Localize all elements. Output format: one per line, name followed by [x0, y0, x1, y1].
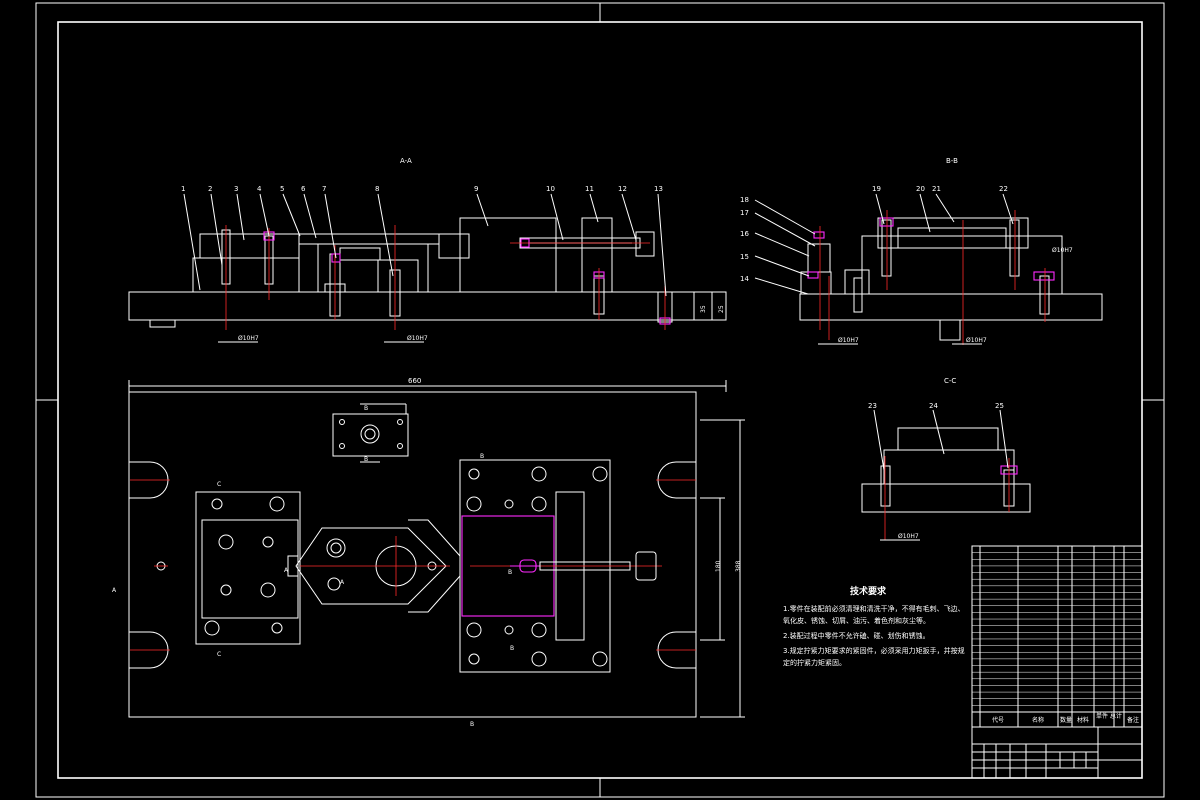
tech-requirement-line: 3.规定拧紧力矩要求的紧固件，必须采用力矩扳手，并按规 — [783, 646, 965, 655]
section-marker: B — [364, 405, 368, 412]
part-number: 14 — [740, 275, 749, 283]
section-marker: B — [480, 453, 484, 460]
title-block-header: 备注 — [1127, 716, 1139, 724]
part-number: 17 — [740, 209, 749, 217]
part-number: 13 — [654, 185, 663, 193]
part-number: 25 — [995, 402, 1004, 410]
fit-dimension: Ø10H7 — [966, 337, 987, 344]
tech-requirement-line: 定的拧紧力矩紧固。 — [783, 658, 846, 667]
section-marker: B — [508, 569, 512, 576]
part-number: 10 — [546, 185, 555, 193]
part-number: 5 — [280, 185, 284, 193]
section-aa-title: A-A — [400, 157, 412, 165]
tech-requirement-line: 1.零件在装配前必须清理和清洗干净，不得有毛刺、飞边、 — [783, 604, 965, 613]
part-number: 15 — [740, 253, 749, 261]
title-block-header: 名称 — [1032, 716, 1044, 724]
part-number: 19 — [872, 185, 881, 193]
fit-dimension: Ø10H7 — [1052, 247, 1073, 254]
section-marker: C — [217, 651, 221, 658]
section-marker: B — [510, 645, 514, 652]
section-marker: C — [217, 481, 221, 488]
part-number: 12 — [618, 185, 627, 193]
tech-requirement-line: 氧化皮、锈蚀、切屑、油污、着色剂和灰尘等。 — [783, 616, 930, 625]
fit-dimension: Ø10H7 — [407, 335, 428, 342]
part-number: 1 — [181, 185, 185, 193]
section-marker: A — [112, 587, 117, 594]
part-number: 7 — [322, 185, 326, 193]
tech-requirement-line: 2.装配过程中零件不允许磕、碰、划伤和锈蚀。 — [783, 631, 930, 640]
title-block: 代号 名称 数量 材料 单件 总计 备注 — [971, 545, 1143, 779]
inner-frame — [57, 21, 1143, 779]
part-number: 8 — [375, 185, 379, 193]
plan-view: 660 388 180 B B — [112, 377, 745, 728]
section-marker: A — [284, 567, 289, 574]
part-number: 9 — [474, 185, 478, 193]
part-number: 24 — [929, 402, 938, 410]
section-cc-title: C-C — [944, 377, 956, 385]
fit-dimension: Ø10H7 — [838, 337, 859, 344]
fit-dimension: Ø10H7 — [238, 335, 259, 342]
section-bb-title: B-B — [946, 157, 958, 165]
part-number: 18 — [740, 196, 749, 204]
section-marker: B — [364, 456, 368, 463]
part-number: 3 — [234, 185, 238, 193]
part-number: 21 — [932, 185, 941, 193]
part-number: 16 — [740, 230, 749, 238]
title-block-header: 材料 — [1077, 716, 1089, 724]
section-marker: B — [470, 721, 474, 728]
part-number: 22 — [999, 185, 1008, 193]
part-numbers-cc: 23 24 25 — [868, 402, 1004, 410]
part-number: 11 — [585, 185, 594, 193]
part-number: 6 — [301, 185, 306, 193]
height-dimension: 388 — [735, 560, 742, 572]
fit-dimension: Ø10H7 — [898, 533, 919, 540]
section-marker: A — [340, 579, 345, 586]
tech-requirements-title: 技术要求 — [850, 585, 887, 597]
part-number: 2 — [208, 185, 212, 193]
section-aa-view: A-A — [128, 157, 727, 343]
overall-width-dimension: 660 — [408, 377, 421, 385]
inner-dimension: 180 — [715, 560, 722, 572]
part-number: 20 — [916, 185, 925, 193]
tech-requirements: 技术要求 1.零件在装配前必须清理和清洗干净，不得有毛刺、飞边、 氧化皮、锈蚀、… — [783, 585, 965, 667]
thickness-dimension: 35 — [700, 305, 707, 313]
part-numbers-aa: 1 2 3 4 5 6 7 8 9 10 11 12 13 — [181, 185, 663, 193]
outer-frame — [35, 2, 1165, 798]
part-number: 4 — [257, 185, 262, 193]
title-block-header: 代号 — [992, 716, 1004, 724]
title-block-header: 单件 总计 — [1096, 712, 1122, 720]
title-block-header: 数量 — [1060, 716, 1072, 724]
thickness-dimension: 25 — [718, 305, 725, 313]
section-bb-view: B-B — [740, 157, 1103, 345]
section-cc-view: C-C 23 24 25 Ø10H7 — [861, 377, 1031, 541]
part-numbers-bb: 14 15 16 17 18 19 20 21 22 — [740, 185, 1008, 283]
part-number: 23 — [868, 402, 877, 410]
